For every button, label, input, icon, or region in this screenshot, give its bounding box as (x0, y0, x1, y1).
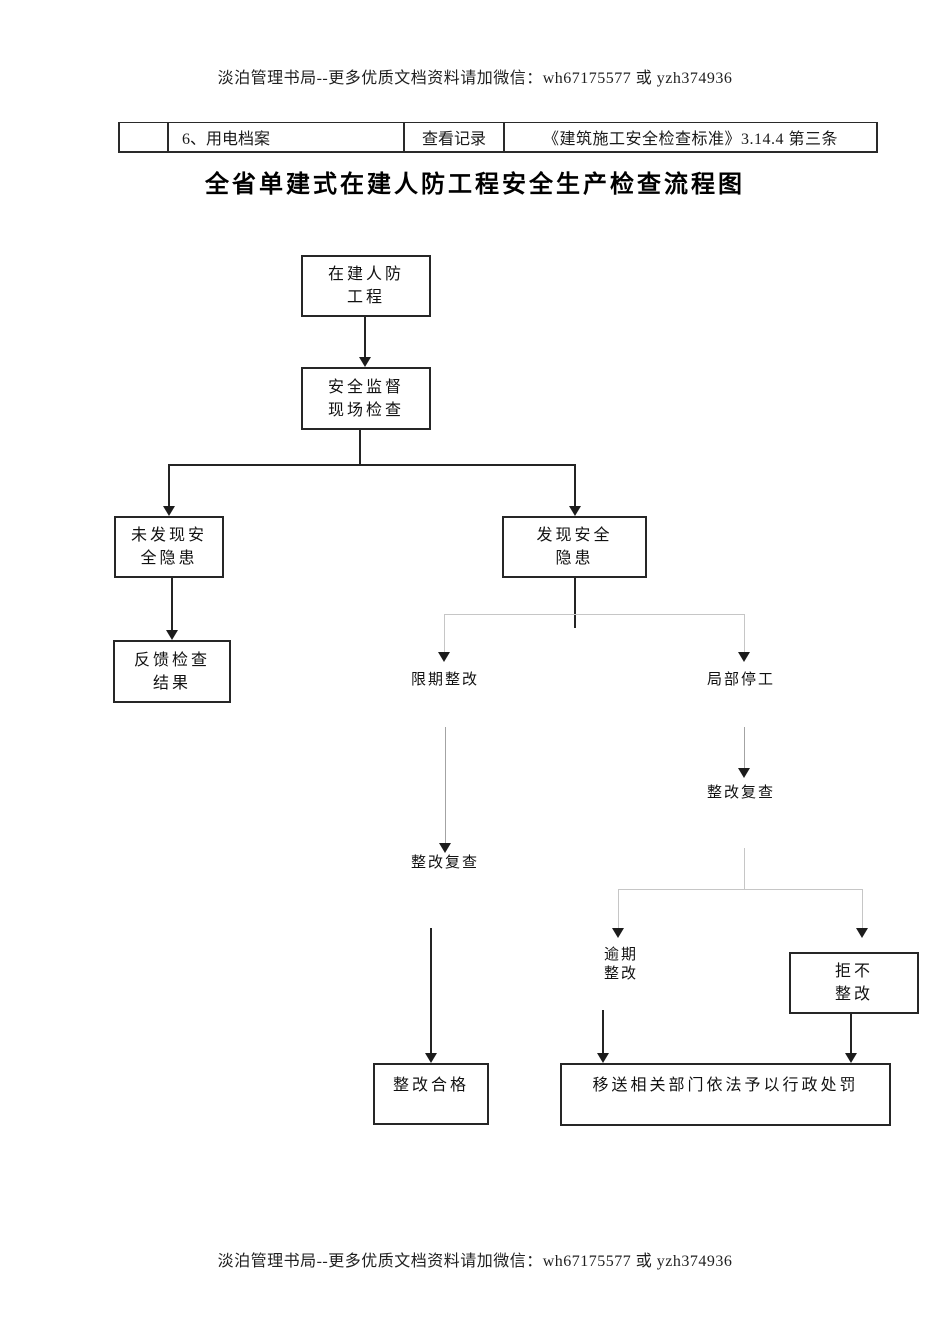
node-rectify-qualified: 整改合格 (373, 1063, 489, 1125)
connector-deadline-to-recheck (445, 727, 446, 843)
connector-branch2-horizontal (444, 614, 745, 615)
arrowhead-down (439, 843, 451, 853)
connector-branch1-horizontal (168, 464, 576, 466)
arrowhead-down (359, 357, 371, 367)
table-cell-empty (120, 123, 169, 151)
connector-recheck-to-qualified (430, 928, 432, 1053)
table-row: 6、用电档案 查看记录 《建筑施工安全检查标准》3.14.4 第三条 (118, 122, 878, 153)
connector-refuse-to-transfer (850, 1014, 852, 1053)
node-refuse-rectify: 拒不 整改 (789, 952, 919, 1014)
arrowhead-down (738, 768, 750, 778)
page-title: 全省单建式在建人防工程安全生产检查流程图 (205, 172, 745, 198)
connector-nohazard-to-feedback (171, 578, 173, 630)
node-no-hazard-found: 未发现安 全隐患 (114, 516, 224, 578)
connector-project-to-supervision (364, 317, 366, 358)
node-transfer-punishment: 移送相关部门依法予以行政处罚 (560, 1063, 891, 1126)
connector-overdue-to-transfer (602, 1010, 604, 1053)
connector-branch3-horizontal (618, 889, 863, 890)
arrowhead-down (569, 506, 581, 516)
arrowhead-down (166, 630, 178, 640)
arrowhead-down (425, 1053, 437, 1063)
connector-branch1-left-drop (168, 464, 170, 506)
table-cell-standard: 《建筑施工安全检查标准》3.14.4 第三条 (542, 131, 838, 148)
connector-hazard-stub (574, 578, 576, 628)
page-header-watermark: 淡泊管理书局--更多优质文档资料请加微信：wh67175577 或 yzh374… (217, 70, 733, 87)
table-cell-item: 6、用电档案 (169, 123, 405, 151)
arrowhead-down (845, 1053, 857, 1063)
label-recheck-right: 整改复查 (706, 785, 776, 801)
arrowhead-down (163, 506, 175, 516)
connector-branch2-right-drop (744, 614, 745, 652)
node-hazard-found: 发现安全 隐患 (502, 516, 647, 578)
connector-branch2-left-drop (444, 614, 445, 652)
arrowhead-down (438, 652, 450, 662)
label-partial-stop: 局部停工 (706, 672, 776, 688)
node-safety-supervision-inspection: 安全监督 现场检查 (301, 367, 431, 430)
connector-branch3-left-drop (618, 889, 619, 928)
node-feedback-result: 反馈检查 结果 (113, 640, 231, 703)
connector-recheck-stub (744, 848, 745, 889)
arrowhead-down (856, 928, 868, 938)
arrowhead-down (738, 652, 750, 662)
node-in-construction-project: 在建人防 工程 (301, 255, 431, 317)
connector-branch1-right-drop (574, 464, 576, 506)
label-deadline-rectify: 限期整改 (410, 672, 480, 688)
arrowhead-down (612, 928, 624, 938)
table-cell-method: 查看记录 (405, 123, 505, 151)
label-overdue-rectify: 逾期 整改 (603, 947, 639, 982)
label-recheck-left: 整改复查 (410, 855, 480, 871)
connector-stop-to-recheck (744, 727, 745, 768)
page-footer-watermark: 淡泊管理书局--更多优质文档资料请加微信：wh67175577 或 yzh374… (217, 1253, 733, 1270)
connector-branch3-right-drop (862, 889, 863, 928)
connector-supervision-stub (359, 430, 361, 465)
arrowhead-down (597, 1053, 609, 1063)
